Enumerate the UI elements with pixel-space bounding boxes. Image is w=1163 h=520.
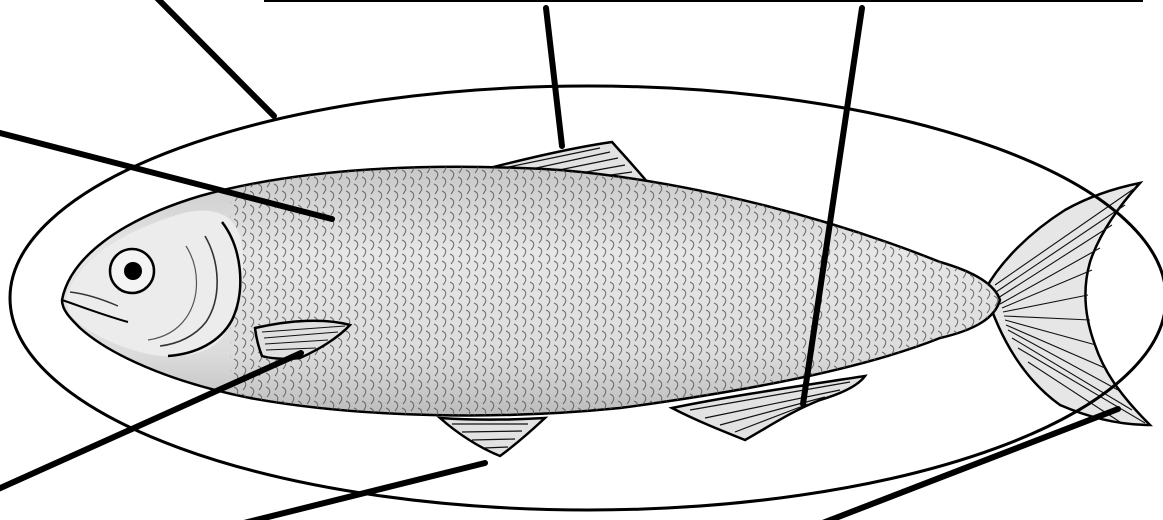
pelvic-fin xyxy=(440,418,545,456)
pectoral-fin-leader-line xyxy=(0,353,301,490)
pupil xyxy=(124,262,142,280)
scales-texture xyxy=(230,160,1010,430)
pelvic-fin-leader-line xyxy=(240,463,485,520)
scales-leader-line xyxy=(0,132,332,219)
dorsal-fin-leader-line xyxy=(546,8,562,146)
body-leader-line xyxy=(155,0,274,116)
caudal-fin-leader-line xyxy=(820,409,1118,520)
